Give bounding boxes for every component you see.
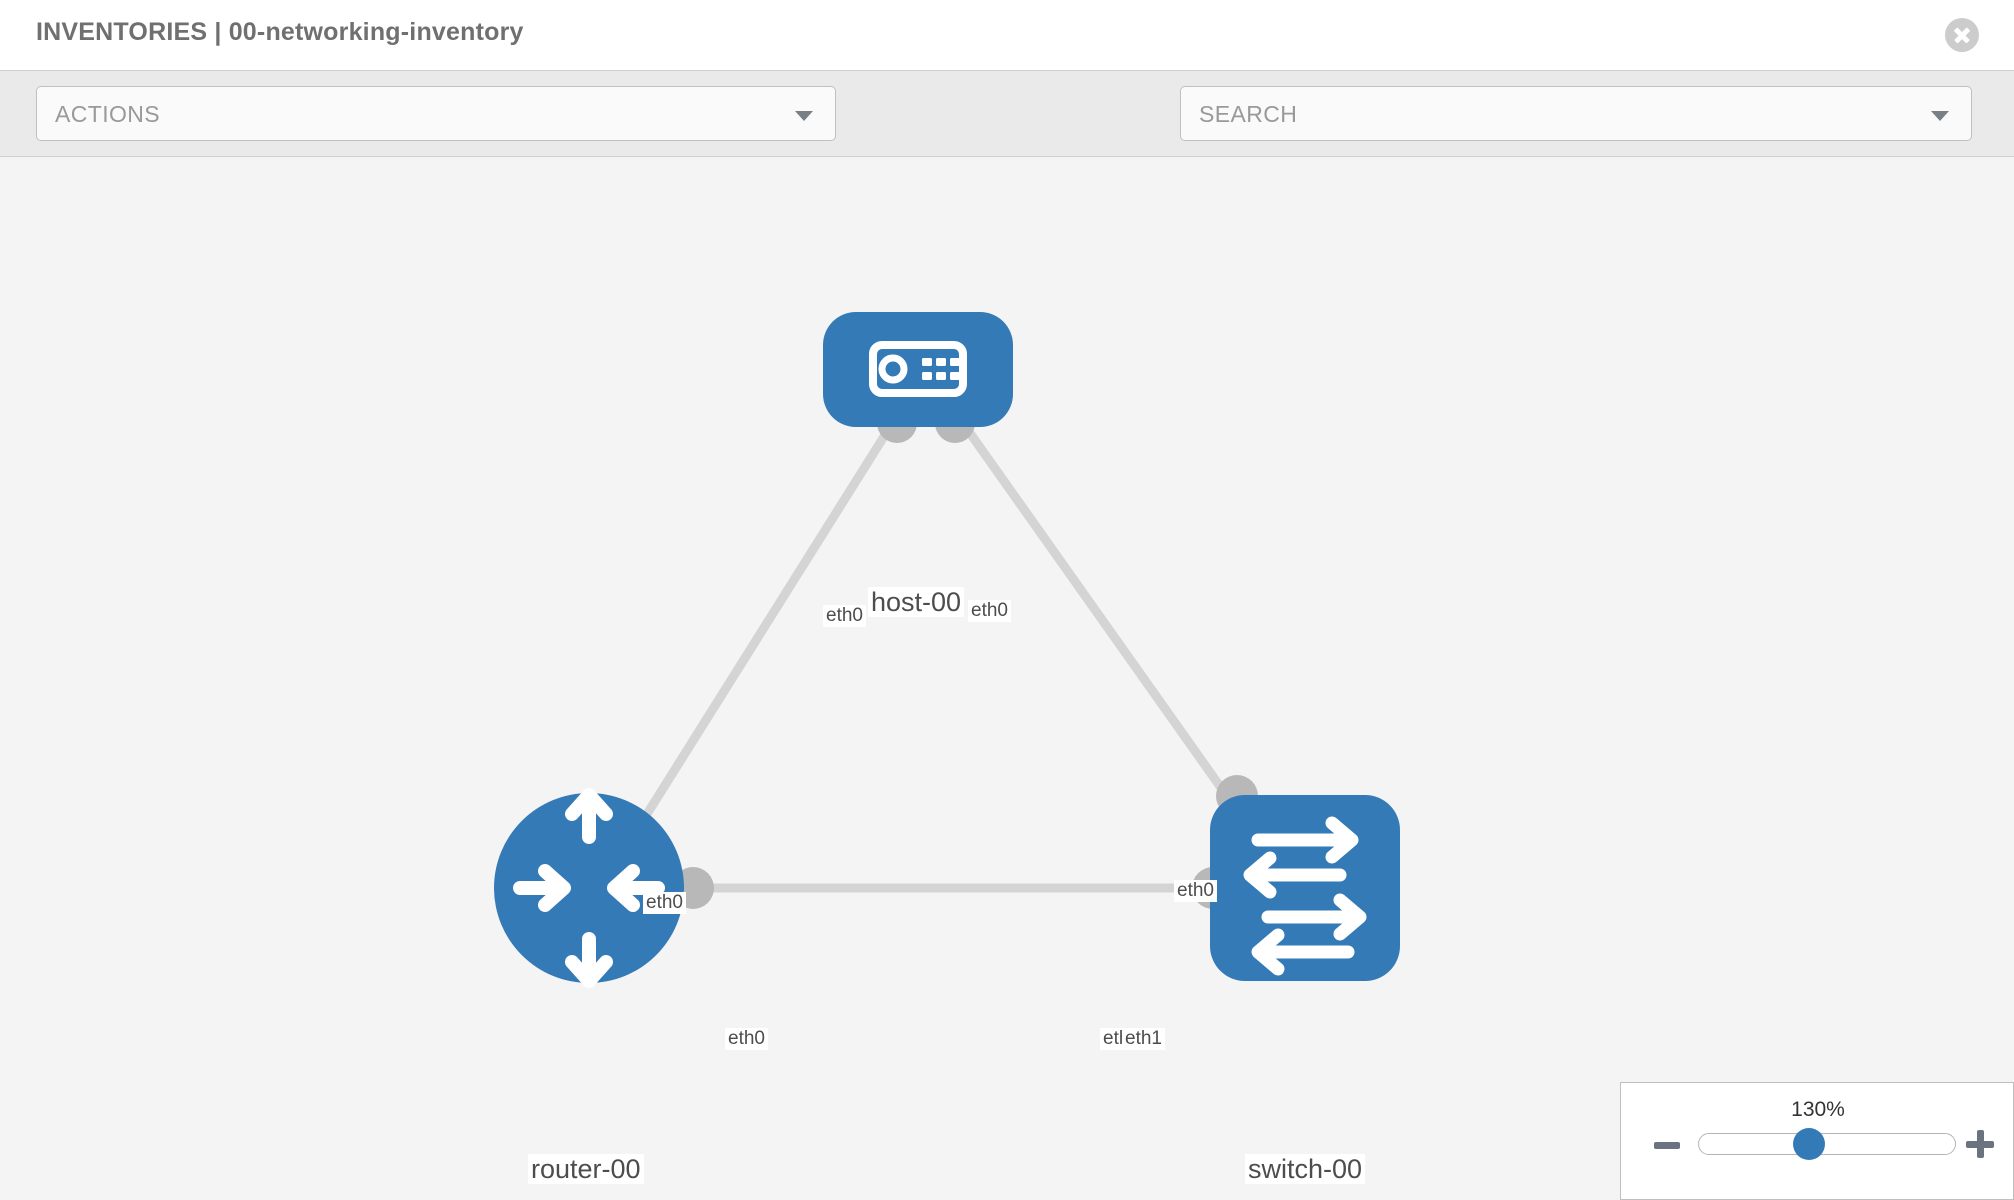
minus-icon[interactable] <box>1654 1142 1680 1149</box>
zoom-slider-track[interactable] <box>1698 1133 1956 1155</box>
actions-dropdown-label: ACTIONS <box>55 101 161 127</box>
port-label-host-left: eth0 <box>823 605 866 627</box>
port-label-router-up: eth0 <box>643 892 686 914</box>
link-host-switch <box>956 416 1274 860</box>
toolbar: ACTIONS SEARCH <box>0 70 2014 202</box>
topology-connectors <box>672 403 1258 909</box>
node-label-switch: switch-00 <box>1245 1154 1366 1185</box>
close-icon[interactable] <box>1945 18 1979 52</box>
switch-arrows-icon <box>1243 816 1367 976</box>
port-label-host-right: eth0 <box>968 600 1011 622</box>
topology-links <box>616 416 1274 893</box>
search-placeholder: SEARCH <box>1199 101 1298 127</box>
actions-dropdown[interactable]: ACTIONS <box>36 86 836 141</box>
router-arrows-icon <box>513 788 665 988</box>
chevron-down-icon <box>795 111 813 121</box>
node-host-00 <box>823 312 1013 427</box>
server-icon <box>869 341 967 397</box>
search-input[interactable]: SEARCH <box>1180 86 1972 141</box>
node-label-router: router-00 <box>528 1154 644 1185</box>
topology-canvas[interactable]: host-00 router-00 switch-00 eth0 eth0 et… <box>0 157 2014 1200</box>
node-switch-00 <box>1210 795 1400 981</box>
topology-graph <box>494 312 1400 988</box>
page-header: INVENTORIES | 00-networking-inventory <box>0 0 2014 70</box>
page-title: INVENTORIES | 00-networking-inventory <box>36 18 524 46</box>
port-label-router-right: eth0 <box>725 1028 768 1050</box>
port-label-switch-left-b: eth1 <box>1122 1028 1165 1050</box>
chevron-down-icon[interactable] <box>1931 111 1949 121</box>
node-label-host: host-00 <box>868 587 965 618</box>
port-label-switch-up: eth0 <box>1174 880 1217 902</box>
node-router-00 <box>494 788 684 988</box>
zoom-percent-label: 130% <box>1791 1098 1845 1121</box>
zoom-control-panel: 130% <box>1620 1082 2014 1200</box>
plus-icon[interactable] <box>1966 1130 1994 1158</box>
link-host-router <box>616 416 899 860</box>
zoom-slider-thumb[interactable] <box>1793 1128 1825 1160</box>
